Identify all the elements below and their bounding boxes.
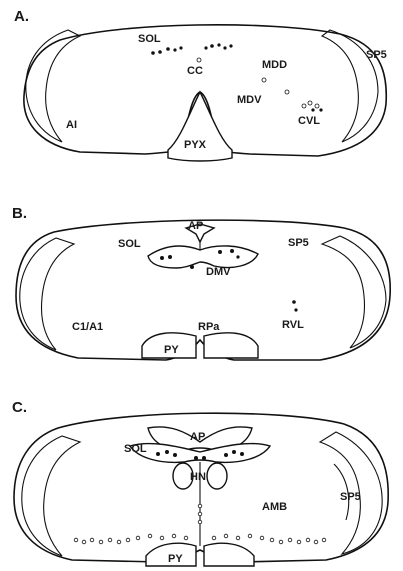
panel-b-dmv-dot (168, 255, 172, 259)
panel-a-label-sol: SOL (138, 33, 161, 45)
panel-c-ventral-marker (148, 534, 152, 538)
panel-c-ventral-marker (74, 538, 78, 542)
panel-a-cvl-dot (319, 108, 322, 111)
panel-c-ventral-marker (270, 538, 274, 542)
panel-a-label-pyx: PYX (184, 139, 207, 151)
panel-a-sol-dot (173, 48, 176, 51)
panel-c-sol-dot (194, 456, 198, 460)
panel-a-label-mdv: MDV (237, 94, 262, 106)
panel-b-label-rpa: RPa (198, 321, 220, 333)
panel-a-right-crescent (322, 30, 378, 142)
panel-b-label-sp5: SP5 (288, 237, 309, 249)
panel-c-ventral-marker (117, 540, 121, 544)
panel-c-label-amb: AMB (262, 501, 287, 513)
panel-c-ventral-marker (172, 534, 176, 538)
panel-c-ventral-marker (184, 536, 188, 540)
panel-c-ventral-marker (322, 538, 326, 542)
panel-c-ventral-marker (279, 540, 283, 544)
panel-c-label-ap: AP (190, 431, 205, 443)
panel-b-dmv-dot (218, 250, 222, 254)
panel-c-left-crescent (22, 436, 80, 556)
panel-a-label-ai: AI (66, 119, 77, 131)
panel-a-label-sp5: SP5 (366, 49, 387, 61)
panel-a-mdv-marker (285, 90, 289, 94)
panel-c-hypoglossal-right (207, 463, 227, 489)
panel-b-dmv-dot (230, 249, 234, 253)
panel-c-ventral-marker (248, 534, 252, 538)
panel-c-sol-dot (202, 456, 206, 460)
panel-c-midline-marker (198, 504, 202, 508)
panel-a-cvl-dot (311, 108, 314, 111)
panel-b-label: B. (12, 205, 27, 222)
panel-a-cvl-marker (308, 101, 312, 105)
panel-c-ventral-marker (236, 536, 240, 540)
panel-c-sol-dot (173, 453, 177, 457)
panel-c-pyramid-right (204, 543, 254, 566)
panel-a-sol-dot (166, 47, 170, 51)
panel-c: C. (12, 399, 388, 566)
panel-c-ventral-marker (90, 538, 94, 542)
panel-b-rvl-dot (294, 308, 297, 311)
panel-a-sol-dot (210, 44, 214, 48)
panel-b-rvl-dot (292, 300, 296, 304)
panel-c-midline-marker (198, 512, 202, 516)
panel-b-label-dmv: DMV (206, 266, 231, 278)
panel-a-cvl-marker (302, 104, 306, 108)
panel-a-label-mdd: MDD (262, 59, 287, 71)
panel-c-ventral-marker (212, 536, 216, 540)
panel-b-label-c1a1: C1/A1 (72, 321, 103, 333)
panel-a-sol-dot (217, 43, 220, 46)
panel-a-sol-dot (151, 51, 155, 55)
panel-a-cvl-marker (315, 104, 319, 108)
panel-c-sol-dot (232, 450, 236, 454)
panel-c-ventral-marker (306, 538, 310, 542)
panel-c-label-py: PY (168, 553, 183, 565)
panel-a-sol-dot (204, 46, 207, 49)
panel-c-ventral-marker (108, 538, 112, 542)
panel-b-right-crescent (322, 236, 386, 348)
panel-b-dmv-dot (190, 265, 194, 269)
panel-c-label-sp5: SP5 (340, 491, 361, 503)
panel-b-section-outline (16, 220, 390, 360)
panel-c-ventral-marker (224, 534, 228, 538)
panel-a-mdd-marker (262, 78, 266, 82)
panel-a-cc-marker (197, 58, 201, 62)
panel-a-sol-dot (179, 46, 182, 49)
panel-a-sol-dot (158, 50, 162, 54)
panel-c-label-sol: SOL (124, 443, 147, 455)
panel-c-ventral-marker (297, 540, 301, 544)
panel-c-sol-dot (240, 452, 244, 456)
panel-b-label-py: PY (164, 344, 179, 356)
panel-c-label: C. (12, 399, 27, 416)
panel-a-sol-dot (229, 44, 232, 47)
panel-b-label-ap: AP (188, 220, 203, 232)
panel-c-ventral-marker (288, 538, 292, 542)
panel-b-pyramid-right (204, 333, 258, 358)
panel-c-ventral-marker (136, 536, 140, 540)
panel-c-sol-dot (165, 450, 169, 454)
panel-b-dmv-dot (236, 255, 239, 258)
panel-c-ventral-marker (160, 536, 164, 540)
panel-b: B. AP SOL SP5 DMV C1/A1 RPa RVL PY (12, 205, 390, 360)
panel-a: A. SOL CC MDD MDV CVL S (14, 8, 387, 161)
panel-c-ventral-marker (314, 540, 318, 544)
panel-b-dmv-structure (148, 246, 258, 268)
panel-c-sol-dot (224, 453, 228, 457)
panel-c-sol-dot (156, 452, 160, 456)
panel-c-ventral-marker (99, 540, 103, 544)
panel-a-label-cc: CC (187, 65, 203, 77)
panel-a-label: A. (14, 8, 29, 25)
panel-c-midline-marker (198, 520, 202, 524)
panel-c-ventral-marker (260, 536, 264, 540)
panel-c-ventral-marker (82, 540, 86, 544)
panel-a-label-cvl: CVL (298, 115, 320, 127)
panel-a-sol-dot (223, 46, 226, 49)
panel-b-label-rvl: RVL (282, 319, 304, 331)
panel-b-label-sol: SOL (118, 238, 141, 250)
panel-c-label-hn: HN (190, 471, 206, 483)
panel-c-ventral-marker (126, 538, 130, 542)
panel-b-dmv-dot (160, 256, 164, 260)
